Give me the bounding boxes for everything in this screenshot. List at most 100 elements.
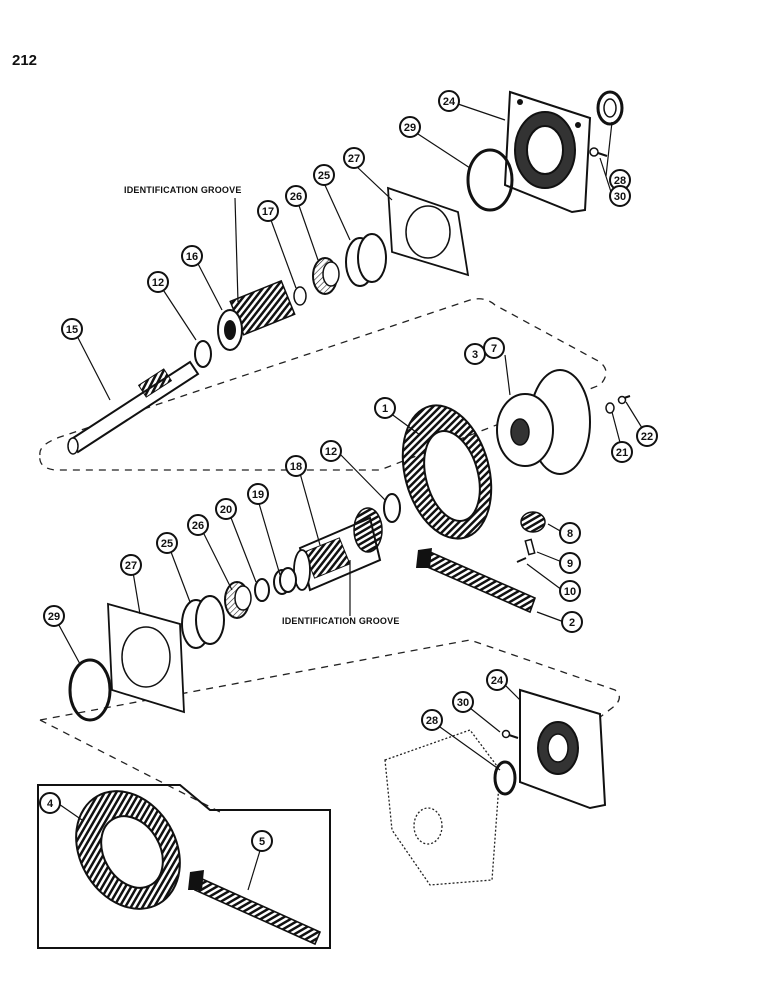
callout-16: 16 — [181, 245, 203, 267]
callout-label: 25 — [318, 170, 330, 182]
callout-7: 7 — [483, 337, 505, 359]
callout-label: 16 — [186, 251, 198, 263]
callout-label: 30 — [457, 697, 469, 709]
gasket-upper — [387, 186, 470, 277]
callout-30-upper: 30 — [609, 185, 631, 207]
gear-16 — [217, 279, 296, 351]
ring-gear — [401, 404, 493, 540]
gasket-lower — [107, 602, 185, 714]
gear-shaft-18 — [293, 507, 383, 592]
bearing-housing-plate-upper — [503, 90, 592, 214]
callout-29-upper: 29 — [399, 116, 421, 138]
callout-label: 10 — [564, 586, 576, 598]
callout-27-upper: 27 — [343, 147, 365, 169]
callout-label: 9 — [567, 558, 573, 570]
callout-label: 19 — [252, 489, 264, 501]
callout-label: 22 — [641, 431, 653, 443]
thrust-washer-upper — [194, 340, 212, 368]
callout-20: 20 — [215, 498, 237, 520]
callout-label: 4 — [47, 798, 54, 810]
callout-label: 21 — [616, 447, 628, 459]
callout-label: 25 — [161, 538, 173, 550]
callout-label: 28 — [614, 175, 626, 187]
spacer-19 — [273, 567, 297, 595]
callout-10: 10 — [559, 580, 581, 602]
callout-27-lower: 27 — [120, 554, 142, 576]
pin — [524, 538, 536, 556]
callout-label: 28 — [426, 715, 438, 727]
callout-12-lower: 12 — [320, 440, 342, 462]
callout-21: 21 — [611, 441, 633, 463]
callout-26-lower: 26 — [187, 514, 209, 536]
callout-24-upper: 24 — [438, 90, 460, 112]
callout-label: 8 — [567, 528, 573, 540]
callout-3: 3 — [464, 343, 486, 365]
callout-label: 27 — [125, 560, 137, 572]
identification-groove-label-upper: IDENTIFICATION GROOVE — [124, 185, 242, 195]
callout-9: 9 — [559, 552, 581, 574]
callout-1: 1 — [374, 397, 396, 419]
washer-20 — [254, 578, 270, 602]
callout-28-lower: 28 — [421, 709, 443, 731]
callout-18: 18 — [285, 455, 307, 477]
callout-label: 26 — [290, 191, 302, 203]
roll-pin — [516, 557, 527, 563]
bearing-cup-upper — [345, 233, 387, 287]
callout-4: 4 — [39, 792, 61, 814]
callout-label: 24 — [491, 675, 504, 687]
seal-lower — [493, 760, 517, 796]
bearing-cup-lower — [181, 595, 225, 649]
shaft-15 — [67, 360, 200, 455]
callout-28-upper: 28 — [609, 169, 631, 191]
o-ring-upper — [466, 148, 514, 212]
o-ring-lower — [68, 658, 112, 722]
callout-label: 5 — [259, 836, 265, 848]
thrust-washer-lower — [383, 493, 401, 523]
page-number: 212 — [12, 52, 38, 69]
callout-30-lower: 30 — [452, 691, 474, 713]
callout-label: 2 — [569, 617, 575, 629]
callout-label: 17 — [262, 206, 274, 218]
inset-box — [37, 784, 331, 949]
callout-22: 22 — [636, 425, 658, 447]
screw-lower — [501, 729, 519, 739]
callout-17: 17 — [257, 200, 279, 222]
callout-label: 12 — [325, 446, 337, 458]
callout-label: 24 — [443, 96, 456, 108]
callout-label: 1 — [382, 403, 388, 415]
callout-19: 19 — [247, 483, 269, 505]
pinion-shaft — [416, 548, 537, 614]
bearing-cone-lower — [224, 581, 252, 619]
callout-label: 12 — [152, 277, 164, 289]
callout-25-upper: 25 — [313, 164, 335, 186]
callout-label: 29 — [404, 122, 416, 134]
differential-case — [496, 369, 591, 475]
callout-label: 29 — [48, 611, 60, 623]
callout-5: 5 — [251, 830, 273, 852]
callout-24-lower: 24 — [486, 669, 508, 691]
callout-15: 15 — [61, 318, 83, 340]
pinion-gear-small — [520, 511, 546, 533]
callout-label: 27 — [348, 153, 360, 165]
screw-upper — [589, 147, 608, 157]
upper-group-dashed-outline — [39, 298, 607, 471]
spacer-washer — [293, 286, 307, 306]
bearing-cone-upper — [312, 257, 340, 295]
callout-label: 20 — [220, 504, 232, 516]
callout-2: 2 — [561, 611, 583, 633]
callout-26-upper: 26 — [285, 185, 307, 207]
callout-12-upper: 12 — [147, 271, 169, 293]
case-bolt — [605, 395, 631, 414]
callout-label: 15 — [66, 324, 78, 336]
lower-group-dashed-outline — [39, 639, 620, 813]
ring-gear-inset — [75, 790, 181, 910]
callout-29-lower: 29 — [43, 605, 65, 627]
callout-label: 3 — [472, 349, 478, 361]
identification-groove-label-lower: IDENTIFICATION GROOVE — [282, 616, 400, 626]
callout-label: 30 — [614, 191, 626, 203]
callout-8: 8 — [559, 522, 581, 544]
callout-label: 7 — [491, 343, 497, 355]
pinion-shaft-inset — [188, 870, 322, 946]
bearing-housing-plate-lower — [519, 688, 607, 810]
